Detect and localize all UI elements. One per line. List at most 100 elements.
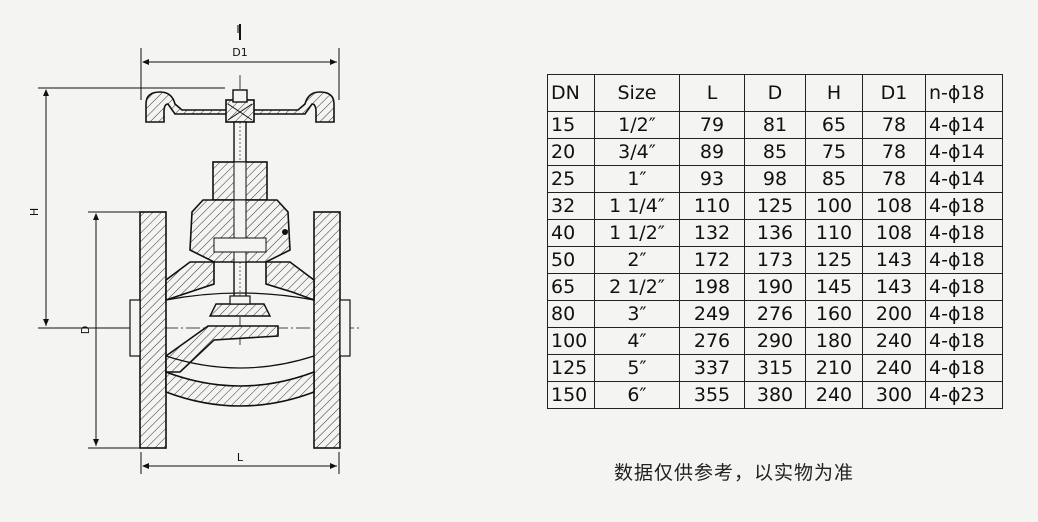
- cell-bolts: 4-ϕ18: [925, 219, 1003, 247]
- cell-bolts: 4-ϕ14: [925, 111, 1003, 139]
- cell-size: 2 1/2″: [594, 273, 680, 301]
- cell-h: 125: [805, 246, 863, 274]
- cell-size: 1/2″: [594, 111, 680, 139]
- header-size: Size: [594, 74, 680, 112]
- h-label: H: [28, 208, 41, 216]
- cell-size: 2″: [594, 246, 680, 274]
- cell-dn: 25: [547, 165, 595, 193]
- cell-l: 249: [679, 300, 745, 328]
- cell-d: 81: [744, 111, 806, 139]
- cell-d: 98: [744, 165, 806, 193]
- cell-l: 79: [679, 111, 745, 139]
- cell-d: 125: [744, 192, 806, 220]
- cell-d1: 300: [862, 381, 926, 409]
- cell-d: 315: [744, 354, 806, 382]
- cell-d: 276: [744, 300, 806, 328]
- cell-d1: 143: [862, 246, 926, 274]
- cell-h: 100: [805, 192, 863, 220]
- cell-size: 1 1/4″: [594, 192, 680, 220]
- cell-size: 1″: [594, 165, 680, 193]
- cell-l: 110: [679, 192, 745, 220]
- cell-h: 85: [805, 165, 863, 193]
- cell-bolts: 4-ϕ18: [925, 192, 1003, 220]
- cell-d1: 78: [862, 138, 926, 166]
- bonnet: [189, 161, 291, 263]
- cell-d1: 240: [862, 354, 926, 382]
- cell-h: 180: [805, 327, 863, 355]
- cell-bolts: 4-ϕ18: [925, 246, 1003, 274]
- cell-size: 3/4″: [594, 138, 680, 166]
- cell-h: 65: [805, 111, 863, 139]
- cell-h: 75: [805, 138, 863, 166]
- cell-bolts: 4-ϕ18: [925, 327, 1003, 355]
- cell-bolts: 4-ϕ23: [925, 381, 1003, 409]
- cell-d: 380: [744, 381, 806, 409]
- cell-dn: 100: [547, 327, 595, 355]
- cell-l: 355: [679, 381, 745, 409]
- d-label: D: [79, 326, 92, 334]
- cell-dn: 150: [547, 381, 595, 409]
- cell-dn: 50: [547, 246, 595, 274]
- header-bolts: n-ϕ18: [925, 74, 1003, 112]
- cell-h: 110: [805, 219, 863, 247]
- cell-size: 1 1/2″: [594, 219, 680, 247]
- cell-d1: 108: [862, 219, 926, 247]
- reference-note: 数据仅供参考，以实物为准: [614, 462, 855, 484]
- cell-size: 3″: [594, 300, 680, 328]
- cell-h: 240: [805, 381, 863, 409]
- cell-bolts: 4-ϕ18: [925, 273, 1003, 301]
- cell-dn: 15: [547, 111, 595, 139]
- cell-l: 276: [679, 327, 745, 355]
- header-l: L: [679, 74, 745, 112]
- cell-d: 290: [744, 327, 806, 355]
- cell-size: 4″: [594, 327, 680, 355]
- l-dimension: L: [140, 451, 340, 474]
- cell-d1: 143: [862, 273, 926, 301]
- d1-label: D1: [232, 46, 247, 59]
- cell-dn: 80: [547, 300, 595, 328]
- cell-bolts: 4-ϕ14: [925, 165, 1003, 193]
- cell-l: 89: [679, 138, 745, 166]
- d-dimension: D: [79, 211, 140, 449]
- cell-l: 337: [679, 354, 745, 382]
- cell-l: 172: [679, 246, 745, 274]
- cell-bolts: 4-ϕ18: [925, 300, 1003, 328]
- cell-dn: 65: [547, 273, 595, 301]
- cell-d: 136: [744, 219, 806, 247]
- handwheel: [145, 89, 335, 123]
- cell-d1: 78: [862, 111, 926, 139]
- cell-d1: 200: [862, 300, 926, 328]
- cell-dn: 20: [547, 138, 595, 166]
- cell-dn: 32: [547, 192, 595, 220]
- header-d: D: [744, 74, 806, 112]
- cell-dn: 125: [547, 354, 595, 382]
- cell-bolts: 4-ϕ14: [925, 138, 1003, 166]
- cell-h: 145: [805, 273, 863, 301]
- cell-d: 173: [744, 246, 806, 274]
- cell-bolts: 4-ϕ18: [925, 354, 1003, 382]
- cell-d: 190: [744, 273, 806, 301]
- cell-dn: 40: [547, 219, 595, 247]
- cell-h: 160: [805, 300, 863, 328]
- h-dimension: H: [28, 87, 225, 329]
- valve-body: [129, 211, 351, 449]
- top-mark-label: I: [236, 23, 239, 36]
- cell-l: 93: [679, 165, 745, 193]
- valve-drawing-svg: I D1 H D L: [28, 23, 360, 474]
- header-d1: D1: [862, 74, 926, 112]
- cell-d: 85: [744, 138, 806, 166]
- cell-d1: 108: [862, 192, 926, 220]
- cell-d1: 78: [862, 165, 926, 193]
